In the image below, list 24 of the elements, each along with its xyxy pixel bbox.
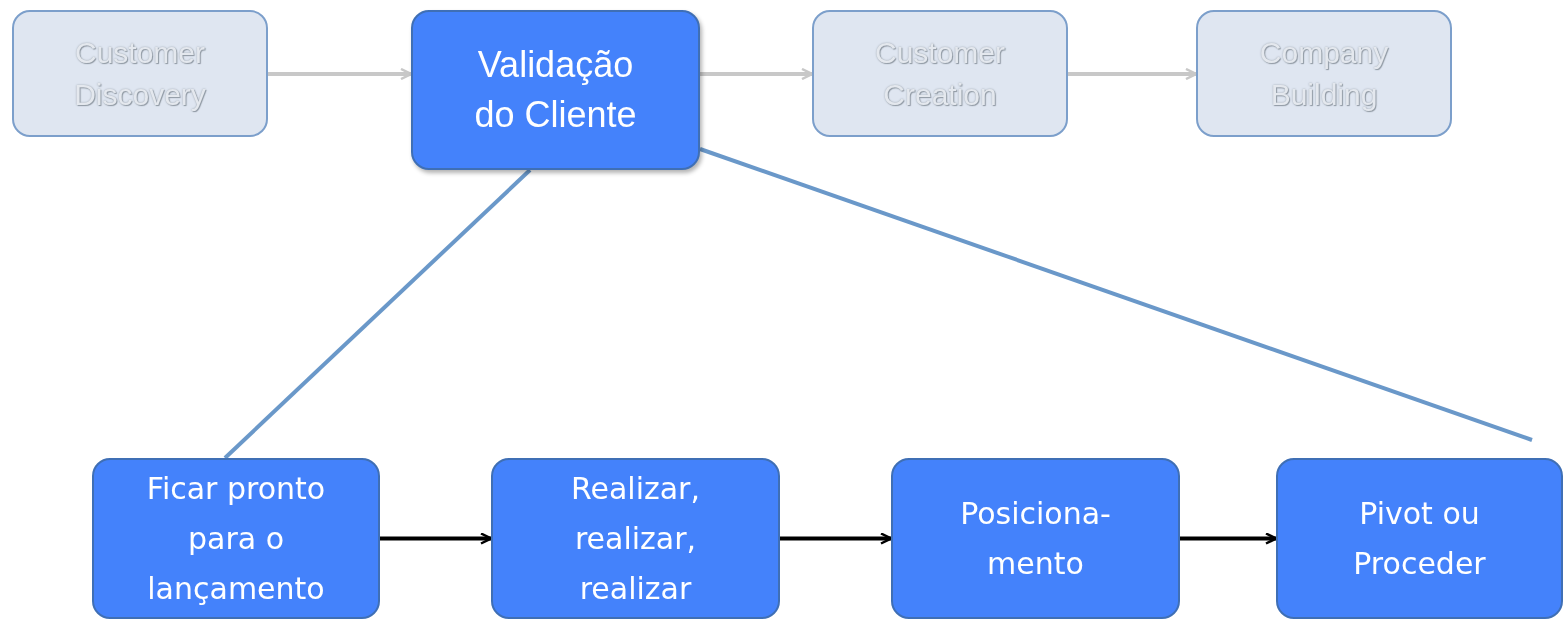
box-label: Ficar pronto para o lançamento — [145, 469, 327, 608]
box-label: Posiciona- mento — [959, 494, 1112, 583]
stage-box — [411, 10, 700, 170]
box-label: Customer Creation — [873, 34, 1007, 113]
faded-stage-box — [812, 10, 1068, 137]
box-label: Customer Discovery — [73, 34, 208, 114]
box-label: Pivot ou Proceder — [1352, 494, 1487, 583]
arrow — [1068, 67, 1198, 81]
step-box — [92, 458, 380, 619]
box-label: Realizar, realizar, realizar — [570, 469, 701, 608]
step-box — [1276, 458, 1563, 619]
arrow — [780, 532, 893, 545]
step-box — [891, 458, 1180, 619]
arrow — [268, 67, 413, 81]
box-label: Validação do Cliente — [473, 43, 638, 137]
arrow — [380, 532, 493, 545]
box-label: Company Building — [1258, 34, 1390, 114]
connector-line — [699, 147, 1533, 442]
connector-line — [223, 168, 532, 460]
arrow — [1180, 532, 1278, 545]
arrow — [700, 67, 814, 81]
faded-stage-box — [12, 10, 268, 137]
step-box — [491, 458, 780, 619]
faded-stage-box — [1196, 10, 1452, 137]
